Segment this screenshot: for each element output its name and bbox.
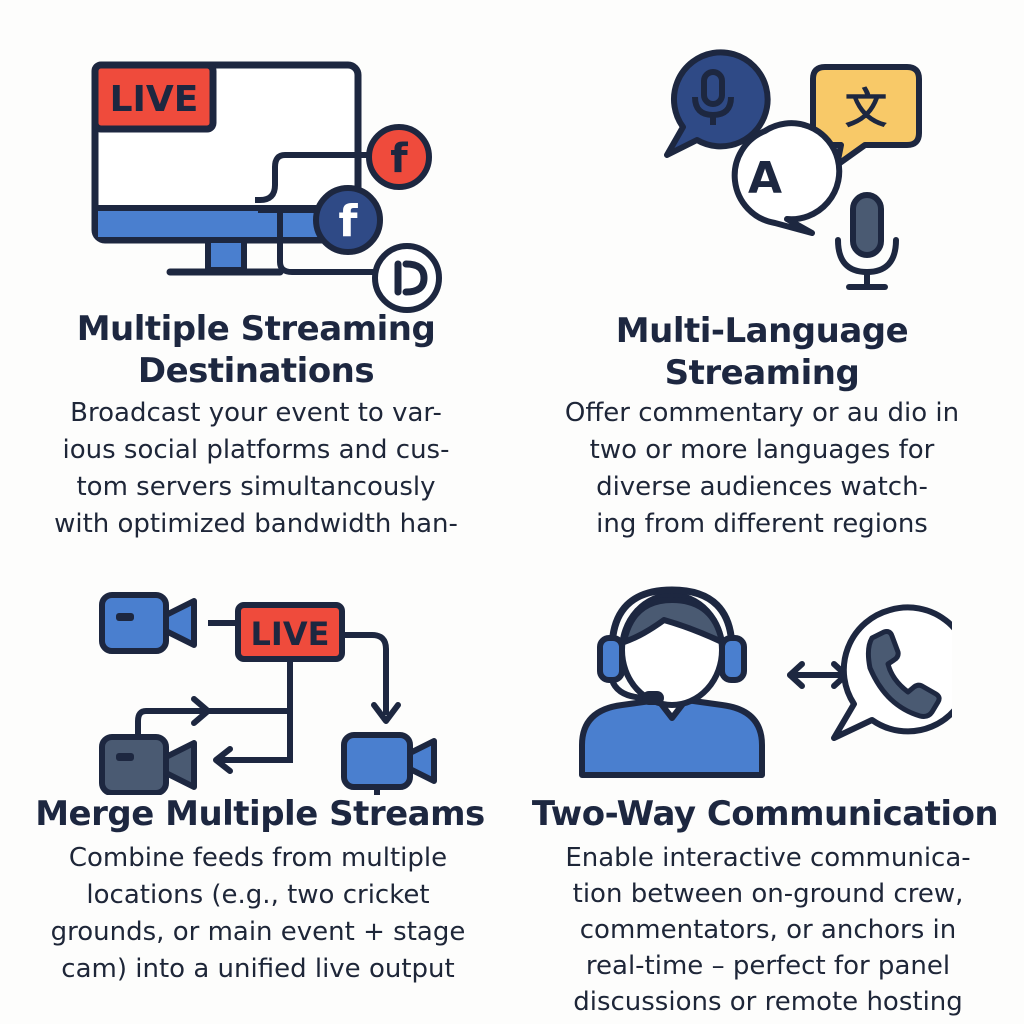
description-line: Combine feeds from multiple <box>68 843 448 873</box>
feature-title-line: Destinations <box>137 351 375 391</box>
live-badge-label: LIVE <box>110 79 199 120</box>
description-line: Broadcast your event to var- <box>70 398 442 428</box>
feature-merge-streams: LIVE <box>0 550 512 1024</box>
description-line: locations (e.g., two cricket <box>86 880 430 910</box>
translate-glyph: 文 <box>845 84 887 133</box>
feature-title-line: Two-Way Communication <box>531 794 999 834</box>
description-line: tion between on-ground crew, <box>572 879 964 909</box>
facebook-icon: f <box>313 185 383 255</box>
live-badge: LIVE <box>235 602 345 662</box>
description-line: commentators, or anchors in <box>579 915 957 945</box>
video-camera-icon <box>99 734 197 795</box>
facebook-small-glyph: f <box>390 136 408 182</box>
translate-icon: 文 <box>810 64 922 168</box>
two-way-communication-illustration <box>572 580 952 780</box>
description-line: discussions or remote hosting <box>573 987 963 1017</box>
live-badge-label: LIVE <box>251 615 330 653</box>
description-line: ing from different regions <box>596 509 928 539</box>
description-line: two or more languages for <box>589 435 935 465</box>
facebook-main-glyph: f <box>338 196 358 247</box>
feature-description: Broadcast your event to var- ious social… <box>16 395 496 543</box>
feature-title-line: Multiple Streaming <box>76 309 436 349</box>
share-icon <box>372 243 442 313</box>
double-arrow-icon <box>787 661 849 689</box>
description-line: with optimized bandwidth han- <box>54 509 458 539</box>
video-camera-icon <box>341 732 437 795</box>
microphone-bubble-icon <box>664 49 771 158</box>
feature-title: Multiple Streaming Destinations <box>56 308 456 392</box>
description-line: Enable interactive communica- <box>565 843 971 873</box>
feature-two-way-communication: Two-Way Communication Enable interactive… <box>512 550 1024 1024</box>
description-line: tom servers simultancously <box>76 472 436 502</box>
headset-agent-icon <box>579 586 765 778</box>
description-line: grounds, or main event + stage <box>50 917 466 947</box>
feature-multiple-destinations: LIVE f f <box>0 0 512 550</box>
description-line: Offer commentary or au dio in <box>564 398 960 428</box>
feature-title-line: Multi-Language <box>615 311 909 351</box>
feature-multi-language: 文 A Multi-Language Streaming <box>512 0 1024 550</box>
description-line: cam) into a unified live output <box>61 954 455 984</box>
facebook-icon: f <box>366 124 432 190</box>
description-line: diverse audiences watch- <box>596 472 928 502</box>
letter-glyph: A <box>748 153 782 204</box>
feature-title: Two-Way Communication <box>520 793 1010 835</box>
feature-title-line: Streaming <box>664 353 860 393</box>
speech-bubble-icon: A <box>731 120 843 236</box>
live-badge: LIVE <box>91 61 217 133</box>
feature-description: Enable interactive communica- tion betwe… <box>528 840 1008 1020</box>
merge-streams-illustration: LIVE <box>90 575 450 795</box>
feature-title: Merge Multiple Streams <box>30 793 490 835</box>
multi-language-illustration: 文 A <box>657 45 947 295</box>
phone-icon <box>831 604 952 741</box>
streaming-destinations-illustration: LIVE f f <box>80 50 460 320</box>
feature-title-line: Merge Multiple Streams <box>35 794 485 834</box>
description-line: real-time – perfect for panel <box>585 951 951 981</box>
video-camera-icon <box>99 592 197 654</box>
feature-title: Multi-Language Streaming <box>562 310 962 394</box>
description-line: ious social platforms and cus- <box>62 435 450 465</box>
feature-description: Offer commentary or au dio in two or mor… <box>520 395 1004 543</box>
microphone-icon <box>835 192 899 290</box>
feature-description: Combine feeds from multiple locations (e… <box>28 840 488 988</box>
